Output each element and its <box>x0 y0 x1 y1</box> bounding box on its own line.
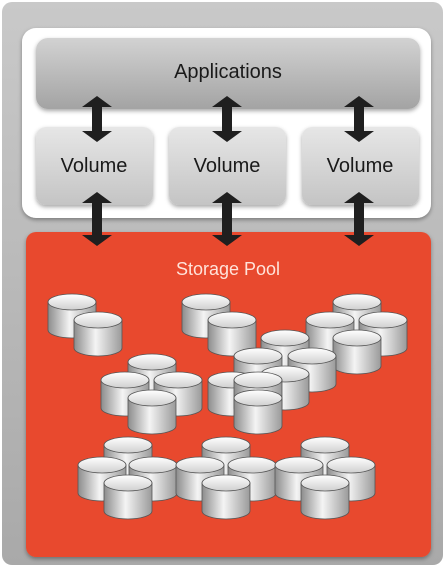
disks-layer <box>47 293 408 520</box>
disk-cylinder-icon-27 <box>201 474 251 520</box>
double-arrow-icon-2 <box>212 96 242 142</box>
applications-box <box>36 38 420 109</box>
disk-cylinder-icon-2 <box>73 311 123 357</box>
disk-cylinder-icon-23 <box>103 474 153 520</box>
disk-cylinder-icon-19 <box>233 389 283 435</box>
volume-box-3 <box>302 127 419 205</box>
volume-box-1 <box>36 127 153 205</box>
volume-label-2: Volume <box>194 155 261 177</box>
double-arrow-icon-6 <box>344 192 374 246</box>
volume-label-3: Volume <box>327 155 394 177</box>
double-arrow-icon-3 <box>344 96 374 142</box>
disk-cylinder-icon-31 <box>300 474 350 520</box>
applications-label: Applications <box>174 61 282 83</box>
double-arrow-icon-4 <box>82 192 112 246</box>
storage-pool-label: Storage Pool <box>176 259 280 279</box>
arrows-layer <box>82 96 374 246</box>
double-arrow-icon-5 <box>212 192 242 246</box>
volume-box-2 <box>169 127 286 205</box>
disk-cylinder-icon-16 <box>127 389 177 435</box>
double-arrow-icon-1 <box>82 96 112 142</box>
disk-cylinder-icon-8 <box>332 329 382 375</box>
disk-cylinder-icon-4 <box>207 311 257 357</box>
volume-label-1: Volume <box>61 155 128 177</box>
